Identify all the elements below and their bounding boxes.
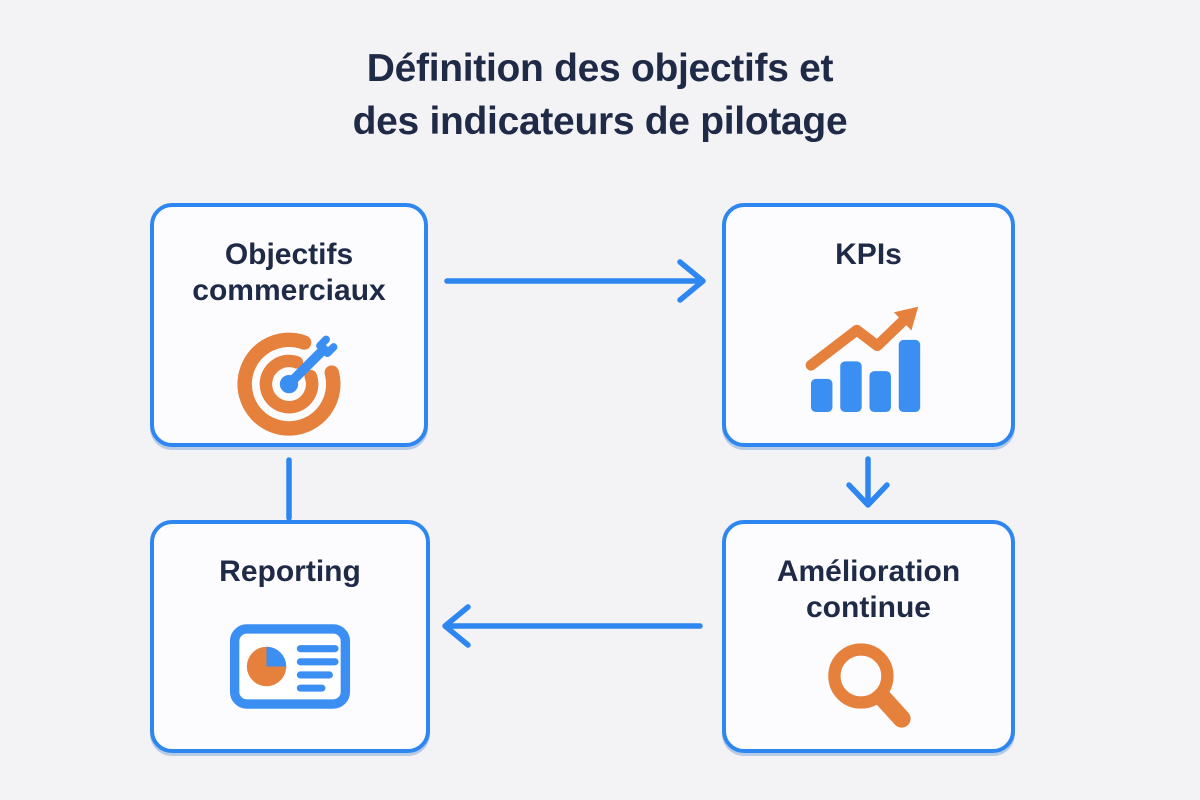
report-icon [229, 624, 351, 709]
arrow-objectifs-to-kpis [444, 259, 706, 303]
arrow-kpis-to-amelioration [846, 456, 890, 508]
arrow-amelioration-to-reporting [442, 604, 703, 648]
magnifier-icon [828, 642, 911, 728]
node-amelioration-continue: Amélioration continue [722, 520, 1015, 753]
bar-chart-icon [805, 306, 920, 412]
node-icon-area [229, 590, 351, 749]
node-kpis: KPIs [722, 203, 1015, 447]
page-title: Définition des objectifs et des indicate… [0, 42, 1200, 148]
node-label: Amélioration continue [776, 555, 961, 624]
node-label: Reporting [219, 555, 361, 588]
page-title-line-2: des indicateurs de pilotage [352, 100, 848, 143]
node-label: KPIs [835, 238, 902, 271]
node-objectifs-commerciaux: Objectifs commerciaux [150, 203, 428, 447]
node-icon-area [803, 273, 935, 443]
node-label: Objectifs commerciaux [192, 238, 386, 307]
page-title-line-1: Définition des objectifs et [366, 47, 834, 90]
target-icon [237, 332, 341, 436]
node-reporting: Reporting [150, 520, 430, 753]
node-icon-area [230, 309, 348, 445]
node-icon-area [821, 626, 916, 749]
